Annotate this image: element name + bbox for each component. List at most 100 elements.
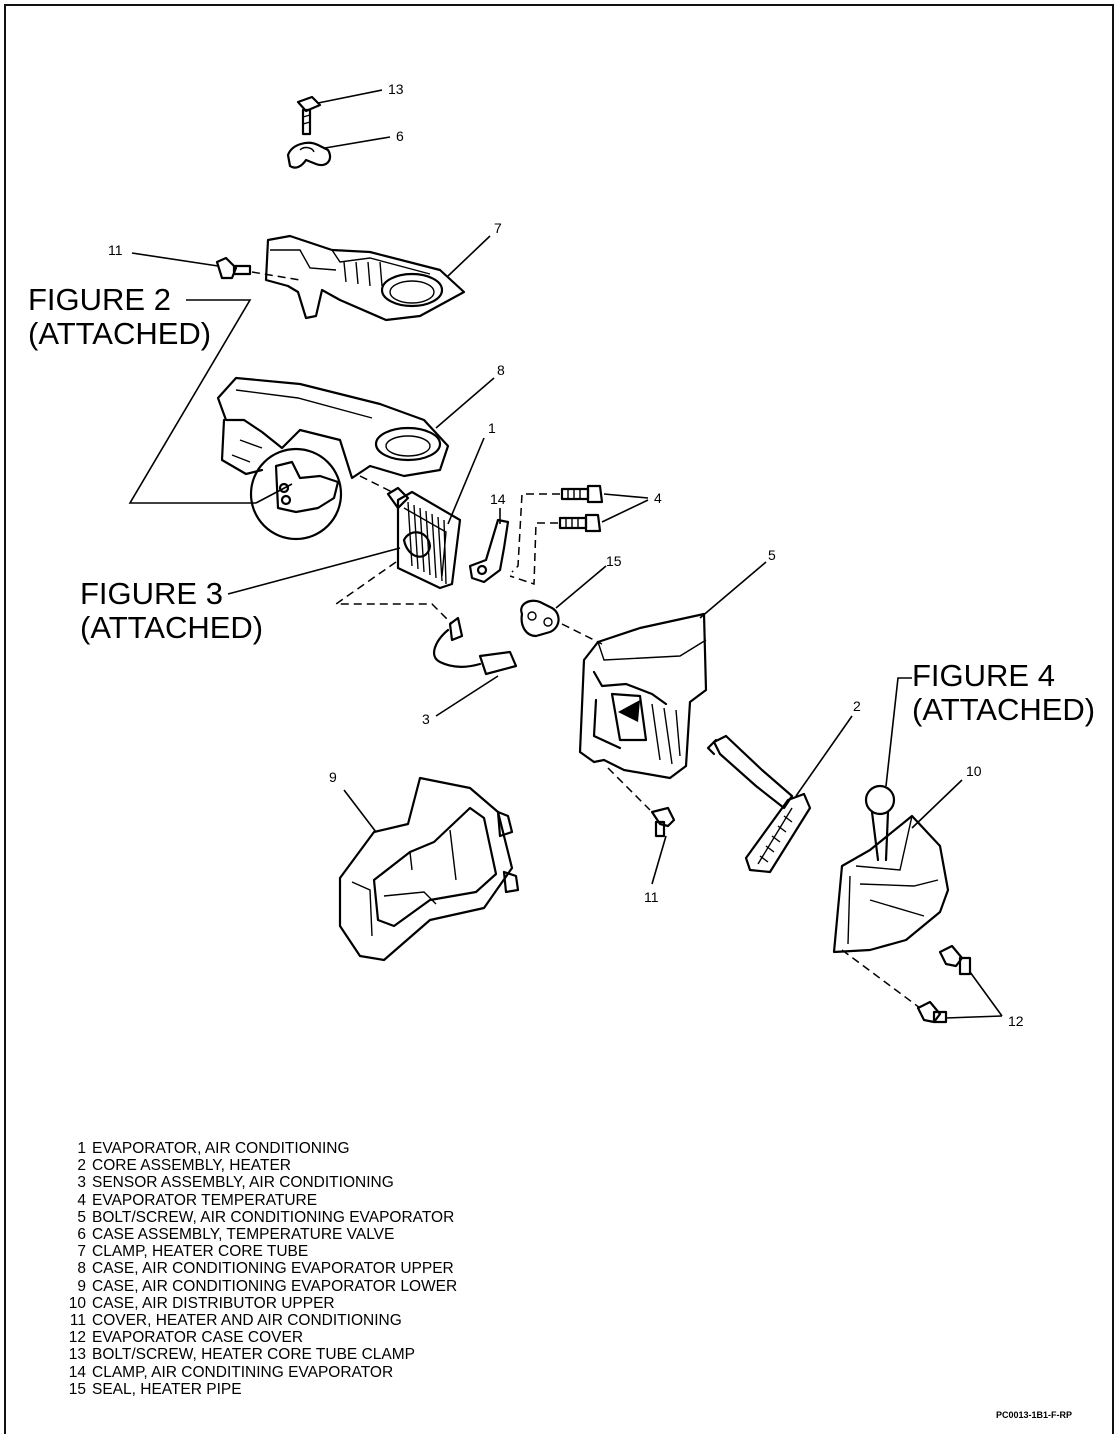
leader-2 (795, 715, 853, 797)
dash-11-lower (607, 767, 651, 811)
dash-1 (359, 475, 393, 493)
part-2-heater-core (706, 734, 812, 874)
legend-text: CASE ASSEMBLY, TEMPERATURE VALVE (92, 1226, 395, 1244)
legend-text: CLAMP, HEATER CORE TUBE (92, 1243, 309, 1261)
part-11-screw-lower (650, 806, 676, 838)
legend-num: 2 (77, 1157, 86, 1175)
legend-text: CASE, AIR DISTRIBUTOR UPPER (92, 1294, 335, 1312)
leader-figure-3 (227, 547, 401, 595)
callout-11a: 11 (108, 242, 123, 258)
legend-item: 9 CASE, AIR CONDITIONING EVAPORATOR LOWER (62, 1278, 622, 1295)
legend-num: 8 (77, 1260, 86, 1278)
legend-text: COVER, HEATER AND AIR CONDITIONING (92, 1312, 402, 1330)
leader-9 (343, 789, 377, 833)
leader-4b (601, 499, 649, 523)
leader-10 (911, 779, 963, 829)
part-7-plate (264, 234, 466, 322)
legend-num: 13 (68, 1346, 86, 1364)
leader-4a (603, 493, 649, 499)
legend-text: SEAL, HEATER PIPE (92, 1380, 242, 1398)
legend-text: EVAPORATOR, AIR CONDITIONING (92, 1140, 350, 1157)
leader-1 (447, 437, 485, 525)
callout-12: 12 (1008, 1013, 1024, 1029)
legend-item: 1 EVAPORATOR, AIR CONDITIONING (62, 1140, 622, 1157)
legend-item: 8 CASE, AIR CONDITIONING EVAPORATOR UPPER (62, 1260, 622, 1277)
callout-3: 3 (422, 711, 430, 727)
part-1-evaporator (386, 486, 462, 590)
leader-figure-2 (128, 299, 256, 504)
part-8-upper-case (216, 376, 450, 480)
leader-figure-2-tip (255, 483, 293, 504)
figure-2-label: FIGURE 2 (28, 282, 171, 317)
figure-2-attached: (ATTACHED) (28, 316, 211, 351)
part-4-screws (558, 484, 604, 533)
leader-12a (969, 971, 1003, 1017)
leader-15 (555, 565, 607, 609)
legend-num: 6 (77, 1226, 86, 1244)
callout-6: 6 (396, 128, 404, 144)
legend-num: 12 (68, 1329, 86, 1347)
leader-13 (317, 89, 383, 104)
callout-9: 9 (329, 769, 337, 785)
legend-item: 6 CASE ASSEMBLY, TEMPERATURE VALVE (62, 1226, 622, 1243)
part-14-clamp (468, 518, 510, 584)
legend-num: 4 (77, 1191, 86, 1209)
callout-4: 4 (654, 490, 662, 506)
callout-10: 10 (966, 763, 982, 779)
dash-sensor (333, 561, 453, 625)
part-3-sensor (432, 616, 518, 676)
part-6-clamp (286, 141, 332, 169)
legend-num: 11 (69, 1312, 86, 1330)
part-10-distributor-case (832, 784, 950, 954)
legend-text: CLAMP, AIR CONDITINING EVAPORATOR (92, 1363, 394, 1381)
legend-item: 12 EVAPORATOR CASE COVER (62, 1329, 622, 1346)
legend-num: 10 (68, 1294, 86, 1312)
legend-num: 5 (77, 1208, 86, 1226)
legend-text: CASE, AIR CONDITIONING EVAPORATOR LOWER (92, 1277, 458, 1295)
dash-11-top (251, 271, 301, 281)
callout-1: 1 (488, 420, 496, 436)
legend-num: 9 (77, 1277, 86, 1295)
callout-8: 8 (497, 362, 505, 378)
legend-num: 14 (68, 1363, 86, 1381)
legend-num: 15 (68, 1380, 86, 1398)
page-frame (4, 4, 1114, 1434)
leader-5 (699, 561, 767, 619)
legend-item: 14 CLAMP, AIR CONDITINING EVAPORATOR (62, 1364, 622, 1381)
legend-text: EVAPORATOR TEMPERATURE (92, 1191, 318, 1209)
part-12-screws (916, 944, 972, 1024)
callout-2: 2 (853, 698, 861, 714)
legend-item: 13 BOLT/SCREW, HEATER CORE TUBE CLAMP (62, 1346, 622, 1363)
part-5-case (578, 612, 708, 780)
part-15-seal (520, 599, 560, 638)
legend-text: BOLT/SCREW, HEATER CORE TUBE CLAMP (92, 1346, 415, 1364)
legend-text: CASE, AIR CONDITIONING EVAPORATOR UPPER (92, 1260, 454, 1278)
part-11-screw-top (215, 256, 252, 280)
legend-num: 1 (77, 1140, 86, 1157)
figure-4-attached: (ATTACHED) (912, 692, 1095, 727)
callout-14: 14 (490, 491, 506, 507)
leader-12b (945, 1015, 1003, 1019)
figure-4-label: FIGURE 4 (912, 658, 1055, 693)
legend-item: 4 EVAPORATOR TEMPERATURE (62, 1192, 622, 1209)
callout-7: 7 (494, 220, 502, 236)
figure-2-detail-circle (249, 447, 343, 541)
leader-6 (324, 136, 391, 149)
dash-4b (509, 522, 558, 586)
dash-12 (841, 949, 921, 1009)
dash-15 (561, 623, 603, 645)
legend-text: EVAPORATOR CASE COVER (92, 1329, 304, 1347)
leader-7 (447, 235, 491, 277)
legend-item: 11 COVER, HEATER AND AIR CONDITIONING (62, 1312, 622, 1329)
drawing-code: PC0013-1B1-F-RP (996, 1410, 1073, 1420)
legend-item: 10 CASE, AIR DISTRIBUTOR UPPER (62, 1295, 622, 1312)
callout-11b: 11 (644, 889, 659, 905)
legend-num: 7 (77, 1243, 86, 1261)
callout-5: 5 (768, 547, 776, 563)
